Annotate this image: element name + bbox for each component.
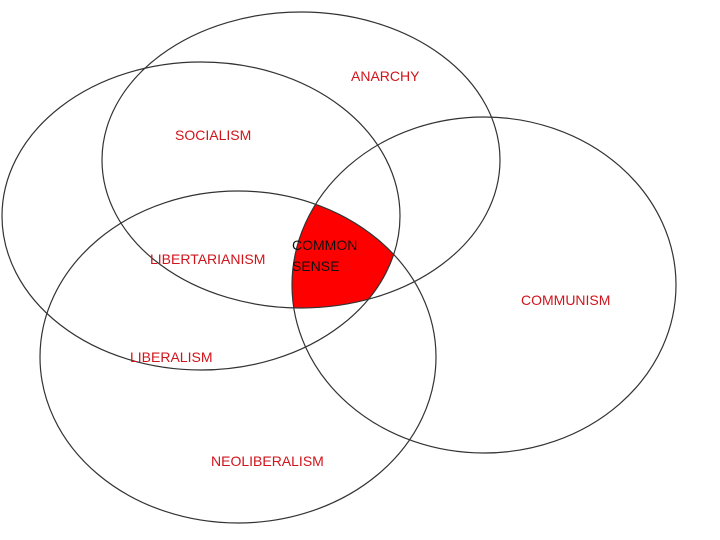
label-socialism: SOCIALISM bbox=[175, 127, 251, 143]
label-libertarianism: LIBERTARIANISM bbox=[150, 251, 265, 267]
label-anarchy: ANARCHY bbox=[351, 68, 420, 84]
common-sense-region bbox=[292, 191, 400, 308]
label-neoliberalism: NEOLIBERALISM bbox=[211, 453, 324, 469]
anarchy-ellipse bbox=[101, 11, 501, 309]
label-common: COMMON bbox=[292, 237, 357, 253]
liberalism-ellipse bbox=[39, 190, 437, 524]
label-sense: SENSE bbox=[292, 258, 339, 274]
socialism-ellipse bbox=[1, 61, 401, 371]
common-sense-fill bbox=[292, 191, 400, 308]
label-liberalism: LIBERALISM bbox=[130, 349, 212, 365]
communism-ellipse bbox=[291, 116, 677, 454]
label-communism: COMMUNISM bbox=[521, 292, 610, 308]
